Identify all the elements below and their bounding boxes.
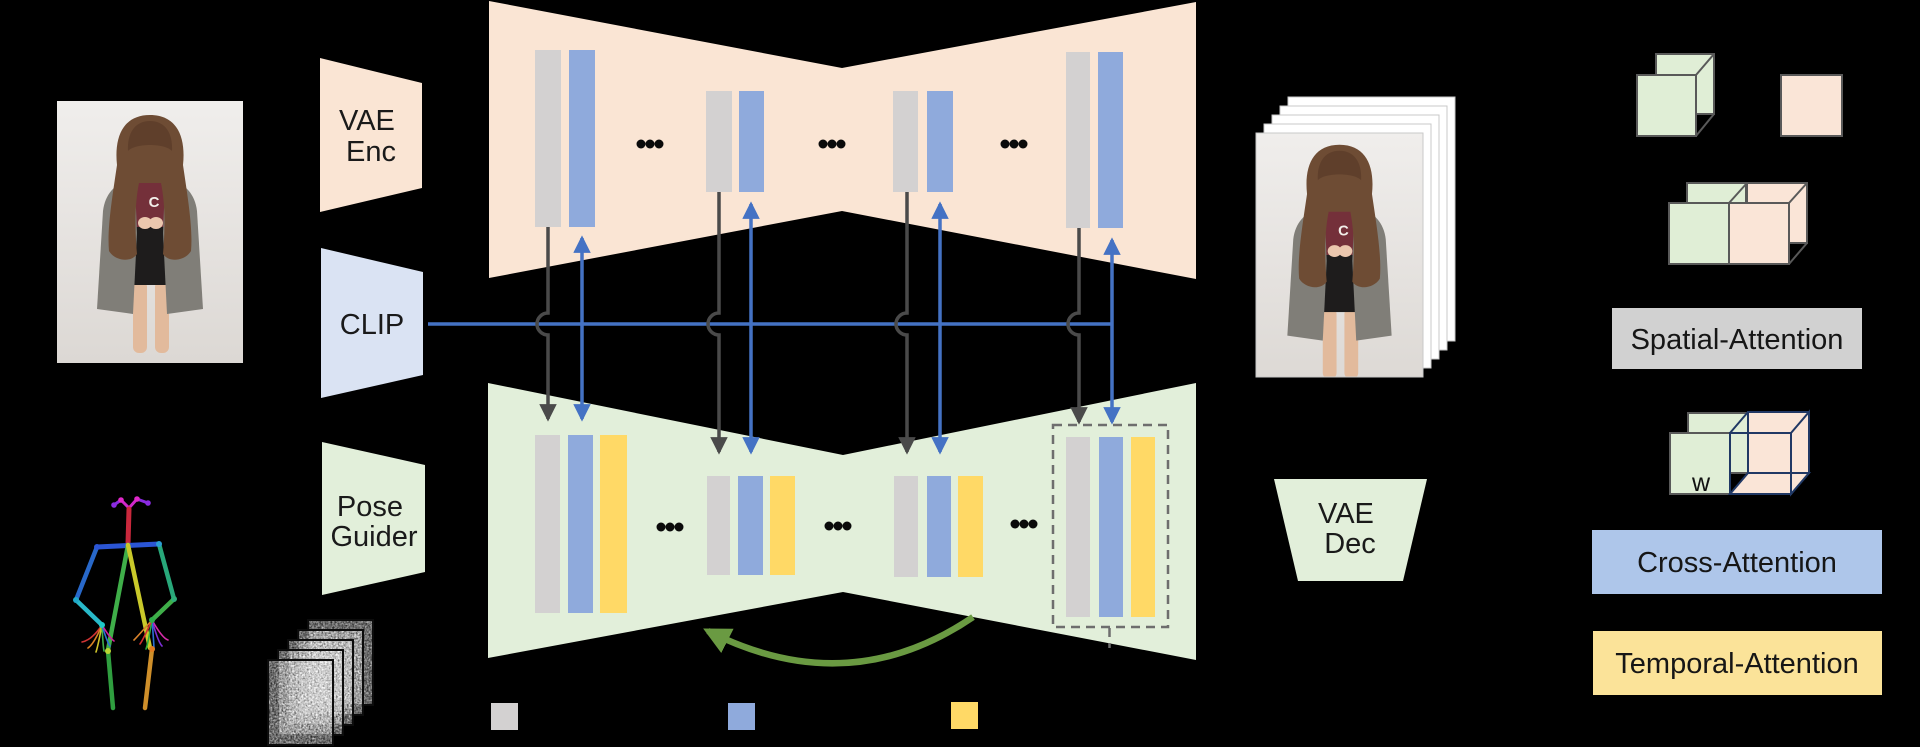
- cross-attention-arrows-blue: [573, 201, 1121, 455]
- vae-decoder-label: VAE Dec: [1318, 498, 1382, 560]
- denoising-loop-arrow: [703, 614, 975, 667]
- legend-cube-green: [1636, 53, 1715, 137]
- legend-temporal-cube: w: [1669, 409, 1812, 497]
- final-block-dashed-box: [1051, 423, 1170, 648]
- vae-encoder: VAE Enc: [320, 58, 422, 212]
- vae-encoder-label: VAE Enc: [339, 105, 403, 168]
- bottom-legend-swatches: [491, 702, 978, 730]
- ellipsis-dots: [636, 139, 1028, 149]
- legend-cube-pair-green-peach: [1668, 182, 1808, 265]
- legend-spatial-attention: Spatial-Attention: [1612, 308, 1862, 369]
- swatch-cross-blue: [728, 703, 755, 730]
- swatch-temporal-yellow: [951, 702, 978, 729]
- generated-frame-front: [1255, 132, 1424, 378]
- clip-encoder: CLIP: [321, 248, 423, 398]
- pose-skeleton-image: [73, 496, 177, 711]
- pose-guider-label: Pose Guider: [330, 491, 417, 553]
- denoising-unet-blocks: [535, 435, 1155, 617]
- reference-unet-blocks: [535, 50, 1123, 228]
- generated-video-stack: [1255, 96, 1456, 378]
- pose-guider: Pose Guider: [322, 442, 425, 595]
- reference-unet: [489, 1, 1196, 279]
- cross-attention-label: Cross-Attention: [1637, 547, 1837, 579]
- swatch-spatial-gray: [491, 703, 518, 730]
- vae-decoder: VAE Dec: [1274, 479, 1427, 581]
- noise-latent-stack: [267, 619, 374, 746]
- temporal-attention-label: Temporal-Attention: [1615, 648, 1858, 680]
- legend-temporal-attention: Temporal-Attention: [1593, 631, 1882, 695]
- spatial-feature-arrows-gray: [535, 192, 1088, 455]
- ellipsis-dots: [656, 519, 1038, 532]
- clip-label: CLIP: [340, 309, 404, 341]
- denoising-unet: [488, 383, 1196, 660]
- cube-width-label: w: [1691, 469, 1711, 497]
- legend-square-peach: [1780, 74, 1843, 137]
- spatial-attention-label: Spatial-Attention: [1631, 324, 1844, 356]
- reference-image: [57, 101, 243, 363]
- noise-frame: [267, 659, 334, 746]
- legend-cross-attention: Cross-Attention: [1592, 530, 1882, 594]
